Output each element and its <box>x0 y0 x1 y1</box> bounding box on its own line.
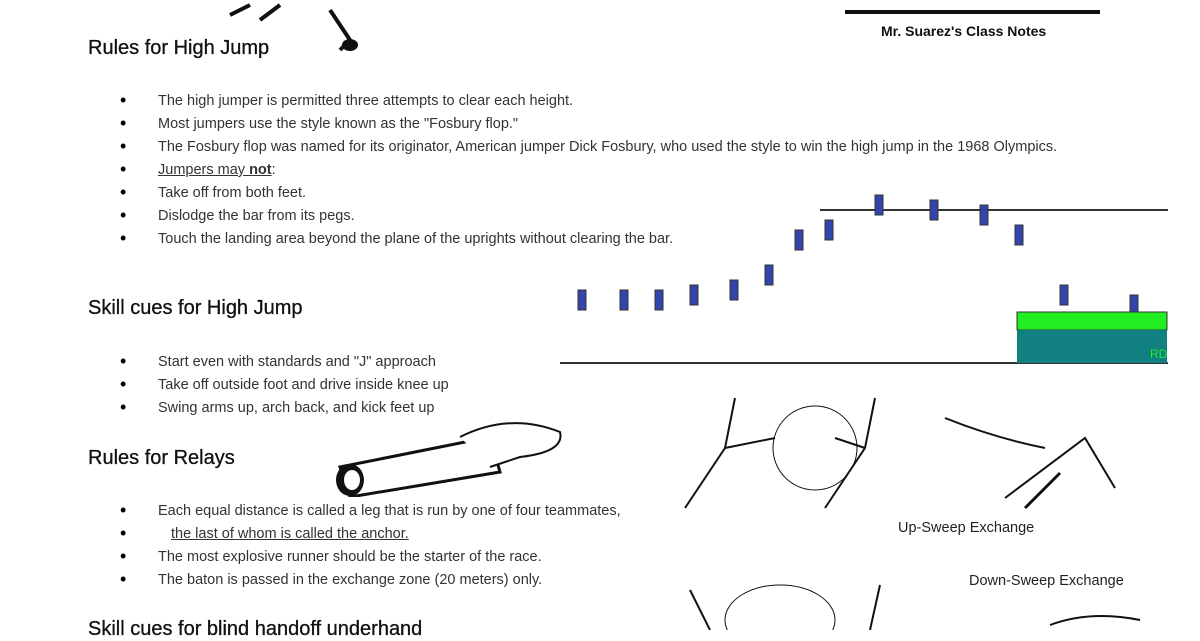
list-item: Take off from both feet. <box>120 184 1080 202</box>
list-item: The Fosbury flop was named for its origi… <box>120 138 1080 156</box>
landing-mat-base <box>1017 330 1167 363</box>
relay-rules-list: Each equal distance is called a leg that… <box>120 502 1080 595</box>
runner-illustration-icon <box>229 3 358 52</box>
high-jump-cues-list: Start even with standards and "J" approa… <box>120 353 1080 423</box>
up-sweep-exchange-illustration <box>684 397 1116 510</box>
fosbury-flop-sequence-illustration: RD <box>560 194 1168 364</box>
list-item: Swing arms up, arch back, and kick feet … <box>120 399 1080 417</box>
landing-mat-top <box>1016 311 1168 331</box>
section-title: Skill cues for High Jump <box>88 297 303 319</box>
mat-initials: RD <box>1150 347 1168 361</box>
baton-hand-illustration <box>336 422 562 497</box>
list-item: Jumpers may not: <box>120 161 1080 179</box>
list-item: The high jumper is permitted three attem… <box>120 92 1080 110</box>
list-item: Take off outside foot and drive inside k… <box>120 376 1080 394</box>
class-notes-label: Mr. Suarez's Class Notes <box>881 23 1047 39</box>
list-item: The most explosive runner should be the … <box>120 548 1080 566</box>
list-item: The baton is passed in the exchange zone… <box>120 571 1080 589</box>
high-jump-rules-list: The high jumper is permitted three attem… <box>120 92 1080 254</box>
list-item: Touch the landing area beyond the plane … <box>120 230 1080 248</box>
up-sweep-caption: Up-Sweep Exchange <box>898 520 1035 536</box>
list-item: Most jumpers use the style known as the … <box>120 115 1080 133</box>
list-item: Each equal distance is called a leg that… <box>120 502 1080 520</box>
section-title: Rules for High Jump <box>88 37 270 59</box>
down-sweep-caption: Down-Sweep Exchange <box>969 573 1124 589</box>
header-rule <box>845 10 1100 14</box>
list-item: Start even with standards and "J" approa… <box>120 353 1080 371</box>
list-item: Dislodge the bar from its pegs. <box>120 207 1080 225</box>
section-title: Rules for Relays <box>88 447 235 469</box>
list-item: the last of whom is called the anchor. <box>120 525 1080 543</box>
down-sweep-exchange-illustration <box>689 584 1141 630</box>
